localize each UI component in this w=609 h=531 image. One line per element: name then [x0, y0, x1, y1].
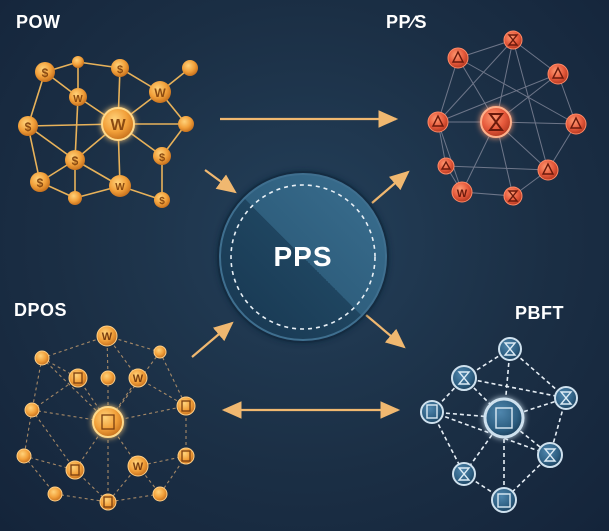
dpos-node-glyphs: W W W	[102, 331, 144, 473]
w-icon: W	[73, 94, 83, 105]
w-icon: W	[133, 461, 144, 473]
dollar-icon: $	[25, 120, 32, 134]
arrow-center-to-ppos	[371, 170, 410, 204]
pow-node-glyphs: $ $ W W $ W $ $ $ W $	[25, 64, 167, 207]
ppos-nodes	[427, 30, 587, 206]
dollar-icon: $	[37, 176, 44, 190]
arrow-center-to-pbft	[365, 314, 406, 349]
hourglass-icon	[559, 391, 573, 405]
ppos-node-glyphs	[431, 34, 583, 202]
dollar-icon: $	[72, 154, 79, 168]
triangle-icon	[569, 116, 583, 129]
pbft-label: PBFT	[515, 303, 564, 323]
document-icon	[73, 372, 83, 384]
pow-nodes	[18, 56, 198, 208]
document-icon	[426, 404, 438, 419]
w-icon: W	[457, 188, 468, 200]
flow-arrows	[191, 110, 410, 419]
dpos-node-boxes	[70, 372, 191, 508]
hourglass-icon	[543, 448, 557, 462]
triangle-icon	[551, 66, 565, 79]
hourglass-icon	[457, 371, 471, 385]
arrow-pow-to-center	[204, 169, 237, 194]
hourglass-icon	[507, 190, 519, 202]
w-icon: W	[115, 182, 125, 193]
triangle-icon	[440, 160, 452, 170]
dollar-icon: $	[159, 152, 165, 164]
dollar-icon: $	[159, 196, 165, 207]
triangle-icon	[431, 114, 445, 127]
document-icon	[103, 496, 113, 508]
w-icon: W	[133, 373, 144, 385]
center-label: PPS	[273, 241, 333, 272]
dollar-icon: $	[117, 64, 123, 76]
w-icon: W	[110, 117, 126, 134]
triangle-icon	[541, 162, 555, 175]
ppos-label: PP∕S	[386, 12, 428, 32]
hourglass-icon	[503, 342, 517, 356]
triangle-icon	[451, 50, 465, 63]
w-icon: W	[102, 331, 113, 343]
bank-icon	[495, 407, 513, 429]
w-icon: W	[154, 86, 166, 100]
document-icon	[181, 450, 191, 462]
document-icon	[70, 464, 80, 476]
bank-icon	[497, 493, 511, 508]
pbft-nodes	[420, 337, 578, 513]
hourglass-icon	[488, 113, 504, 131]
pow-label: POW	[16, 12, 61, 32]
bank-icon	[101, 414, 115, 430]
pbft-node-glyphs	[426, 342, 573, 508]
dpos-label: DPOS	[14, 300, 68, 320]
document-icon	[181, 400, 191, 412]
arrow-dpos-to-center	[191, 321, 234, 358]
center-hub	[217, 171, 389, 343]
hourglass-icon	[507, 34, 519, 46]
hourglass-icon	[457, 467, 471, 481]
dollar-icon: $	[42, 66, 49, 80]
